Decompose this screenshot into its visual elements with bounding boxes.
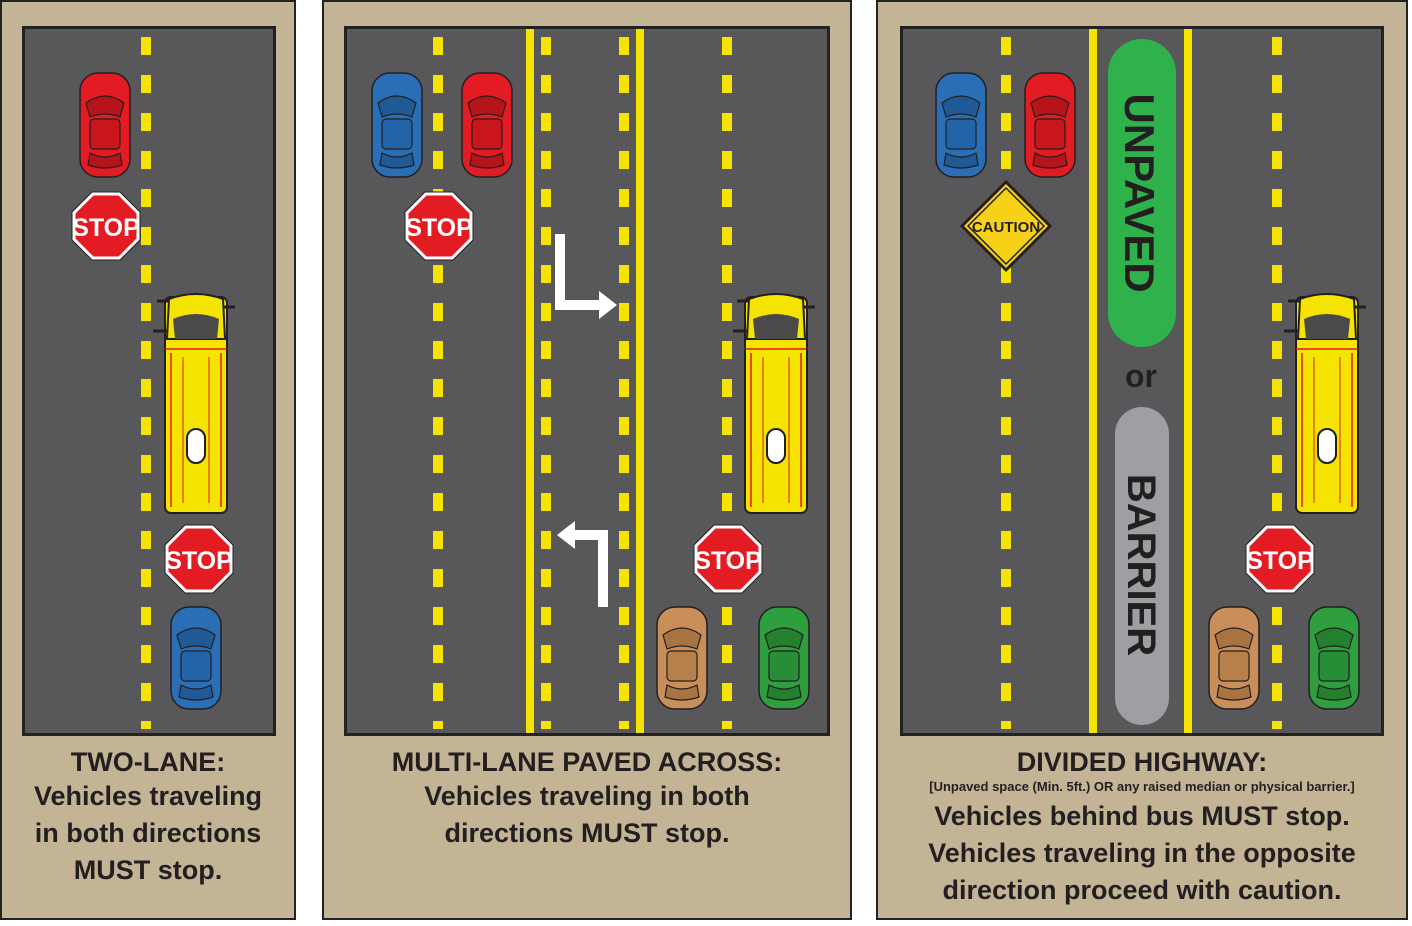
- caption-line: Vehicles traveling in the opposite: [928, 838, 1356, 868]
- stop-sign-label: STOP: [165, 547, 233, 575]
- panel-title: TWO-LANE:: [70, 747, 226, 777]
- green-car: [758, 606, 810, 710]
- divided-highway-scene: UNPAVED or BARRIER: [935, 29, 1366, 733]
- school-bus: [733, 293, 815, 514]
- road-two-lane: STOP STOP: [22, 26, 276, 736]
- red-car: [461, 72, 513, 178]
- must-emphasis: MUST: [581, 818, 658, 848]
- stop-sign-label: STOP: [1246, 547, 1314, 575]
- panel-two-lane: STOP STOP: [0, 0, 296, 920]
- barrier-label: BARRIER: [1119, 474, 1163, 656]
- must-emphasis: MUST: [73, 855, 151, 885]
- red-car: [1024, 72, 1076, 178]
- caption-two-lane: TWO-LANE: Vehicles traveling in both dir…: [2, 746, 294, 889]
- school-bus: [1284, 293, 1366, 514]
- barrier-median: BARRIER: [1115, 407, 1169, 725]
- stop-sign: STOP: [164, 524, 234, 594]
- tan-car: [1208, 606, 1260, 710]
- caption-line: MUST stop.: [73, 855, 223, 885]
- blue-car: [371, 72, 423, 178]
- school-bus: [153, 293, 235, 514]
- blue-car: [935, 72, 987, 178]
- road-divided-highway: UNPAVED or BARRIER: [900, 26, 1384, 736]
- stop-sign-label: STOP: [405, 214, 473, 242]
- multi-lane-scene: STOP STOP: [371, 29, 815, 733]
- caution-sign: CAUTION: [960, 180, 1052, 272]
- stop-sign: STOP: [404, 191, 474, 261]
- or-label: or: [1125, 358, 1157, 394]
- green-car: [1308, 606, 1360, 710]
- turn-arrow-up-left-icon: [557, 521, 608, 607]
- caption-multi-lane: MULTI-LANE PAVED ACROSS: Vehicles travel…: [324, 746, 850, 852]
- road-multi-lane: STOP STOP: [344, 26, 830, 736]
- caption-line: Vehicles behind bus MUST stop.: [934, 801, 1350, 831]
- caption-line: Vehicles traveling: [33, 781, 263, 811]
- stop-sign-label: STOP: [694, 547, 762, 575]
- stop-sign: STOP: [693, 524, 763, 594]
- unpaved-median: UNPAVED: [1108, 39, 1176, 347]
- panel-title: MULTI-LANE PAVED ACROSS:: [391, 747, 783, 777]
- stop-sign: STOP: [1245, 524, 1315, 594]
- panel-note: [Unpaved space (Min. 5ft.) OR any raised…: [929, 779, 1355, 794]
- caption-line: direction proceed with caution.: [942, 875, 1342, 905]
- caution-sign-label: CAUTION: [972, 219, 1040, 236]
- must-emphasis: MUST: [1201, 801, 1278, 831]
- caption-line: Vehicles traveling in both: [424, 781, 750, 811]
- stop-sign: STOP: [71, 191, 141, 261]
- caption-line: in both directions: [34, 818, 262, 848]
- tan-car: [656, 606, 708, 710]
- red-car: [79, 72, 131, 178]
- caption-divided-highway: DIVIDED HIGHWAY: [Unpaved space (Min. 5f…: [878, 746, 1406, 909]
- caption-line: directions MUST stop.: [444, 818, 730, 848]
- two-lane-scene: STOP STOP: [71, 37, 235, 729]
- panel-title: DIVIDED HIGHWAY:: [1016, 747, 1268, 777]
- panel-divided-highway: UNPAVED or BARRIER: [876, 0, 1408, 920]
- stop-sign-label: STOP: [72, 214, 140, 242]
- turn-arrow-down-right-icon: [555, 234, 617, 319]
- unpaved-label: UNPAVED: [1116, 93, 1163, 292]
- panel-multi-lane: STOP STOP: [322, 0, 852, 920]
- blue-car: [170, 606, 222, 710]
